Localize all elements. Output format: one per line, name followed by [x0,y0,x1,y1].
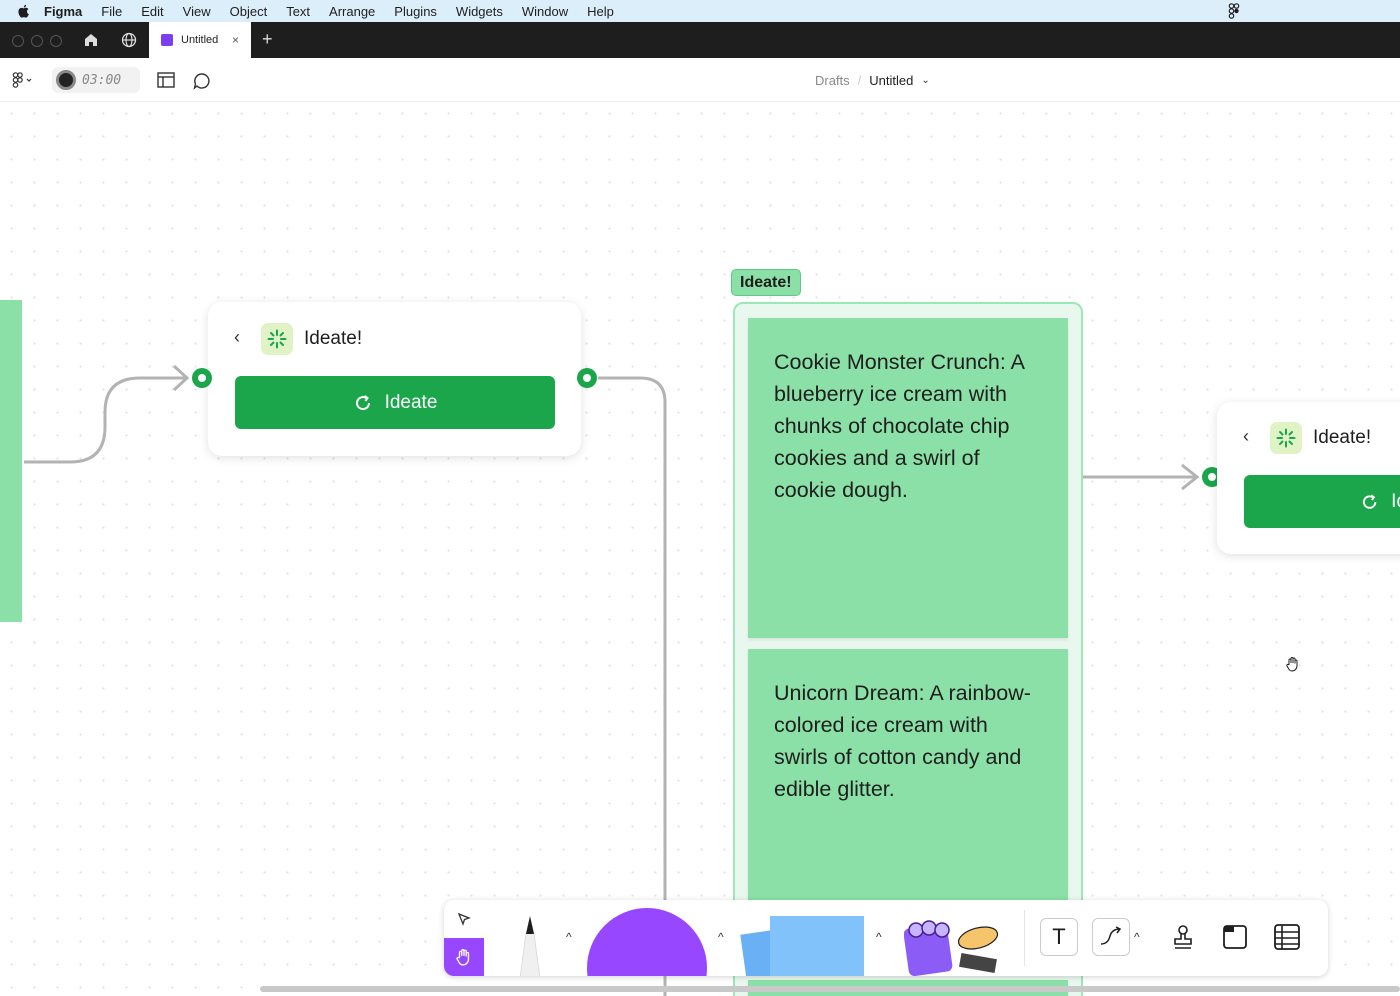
hand-tool[interactable] [444,938,484,976]
file-name[interactable]: Untitled [869,73,914,88]
connection-handle-out-left[interactable] [577,368,597,388]
plus-icon[interactable]: + [262,29,273,49]
tab-bar: Untitled × + [0,22,1400,58]
ideate-button[interactable]: Ideate [1244,475,1400,528]
globe-icon[interactable] [120,31,138,49]
creation-toolbelt: ^ ^ ^ T ^ [444,900,1328,976]
canvas[interactable]: ‹ Ideate! Ideate Ideate! Cookie Monster … [0,102,1400,996]
refresh-icon [1362,493,1377,509]
figma-file-icon [161,34,173,46]
menu-file[interactable]: File [101,3,123,19]
section-label[interactable]: Ideate! [731,269,801,296]
minimize-window-button[interactable] [31,35,43,47]
sparkle-icon [1270,422,1302,454]
file-toolbar: 03:00 Drafts / Untitled ⌄ [0,58,1400,102]
connector-options-caret[interactable]: ^ [1134,930,1140,944]
arrowhead-left [172,364,190,392]
breadcrumb: Drafts / Untitled ⌄ [815,73,930,88]
hand-icon [456,949,470,966]
shape-options-caret[interactable]: ^ [718,930,724,944]
connector-left [24,376,186,464]
menu-arrange[interactable]: Arrange [329,3,376,19]
sticky-note-tool[interactable] [770,916,864,976]
section-tool[interactable] [1216,918,1254,956]
board-icon[interactable] [157,72,175,88]
zoom-window-button[interactable] [50,35,62,47]
timer-value: 03:00 [82,72,122,88]
sticker-icon[interactable] [904,918,1004,976]
refresh-icon [355,394,370,410]
hand-cursor-icon [1286,657,1298,672]
stamp-icon [1174,925,1192,949]
close-window-button[interactable] [12,35,24,47]
connector-icon [1100,926,1122,945]
ideate-widget-right[interactable]: ‹ Ideate! Ideate [1217,402,1400,554]
pen-options-caret[interactable]: ^ [566,930,572,944]
apple-icon[interactable] [16,3,32,19]
arrowhead-right [1181,463,1200,491]
back-icon[interactable]: ‹ [1243,426,1249,446]
ideate-button-label: Ideate [1391,490,1400,512]
sparkle-icon [261,323,293,355]
menu-edit[interactable]: Edit [141,3,164,19]
sticky-note-offscreen[interactable] [0,300,22,622]
menu-window[interactable]: Window [521,3,569,19]
breadcrumb-drafts[interactable]: Drafts [815,73,850,88]
main-menu-button[interactable] [12,72,32,91]
figma-logo-icon [12,72,32,88]
stamp-tool[interactable] [1164,918,1202,956]
horizontal-scrollbar[interactable] [260,986,1400,992]
move-icon [457,912,471,926]
menu-plugins[interactable]: Plugins [394,3,437,19]
close-icon[interactable]: × [231,33,239,47]
table-tool[interactable] [1268,918,1306,956]
comment-icon[interactable] [193,72,211,90]
home-icon[interactable] [82,31,100,49]
table-icon [1274,924,1300,950]
text-tool[interactable]: T [1040,918,1078,956]
figma-menu-icon[interactable] [1228,3,1240,19]
menu-help[interactable]: Help [587,3,614,19]
tab-title: Untitled [181,34,219,46]
menu-app-figma[interactable]: Figma [44,3,83,19]
sticky-note-cookie-monster[interactable]: Cookie Monster Crunch: A blueberry ice c… [748,318,1068,638]
move-tool[interactable] [444,900,484,938]
window-controls[interactable] [12,35,62,47]
chevron-down-icon[interactable]: ⌄ [921,75,930,86]
menu-view[interactable]: View [182,3,211,19]
menu-text[interactable]: Text [286,3,311,19]
timer[interactable]: 03:00 [52,67,140,93]
toolbelt-divider [1024,910,1025,966]
breadcrumb-separator: / [857,73,862,88]
mac-menubar: Figma File Edit View Object Text Arrange… [0,0,1400,22]
text-icon: T [1052,924,1066,949]
widget-title: Ideate! [304,328,363,349]
connector-lines [24,364,1200,996]
back-icon[interactable]: ‹ [234,327,240,347]
circle-shape-icon[interactable] [587,908,707,976]
avatar [56,70,76,90]
ideate-widget-left[interactable]: ‹ Ideate! Ideate [208,302,581,456]
pen-icon[interactable] [504,912,550,976]
connector-middle [598,376,667,996]
ideate-button-label: Ideate [384,391,438,413]
ideate-button[interactable]: Ideate [235,376,555,429]
sticky-options-caret[interactable]: ^ [876,930,882,944]
section-icon [1223,925,1247,949]
connection-handle-in-left[interactable] [192,368,212,388]
connector-tool[interactable] [1092,918,1130,956]
menu-object[interactable]: Object [229,3,268,19]
menu-widgets[interactable]: Widgets [455,3,503,19]
widget-title: Ideate! [1313,427,1372,448]
tab-untitled[interactable]: Untitled × [149,22,251,58]
